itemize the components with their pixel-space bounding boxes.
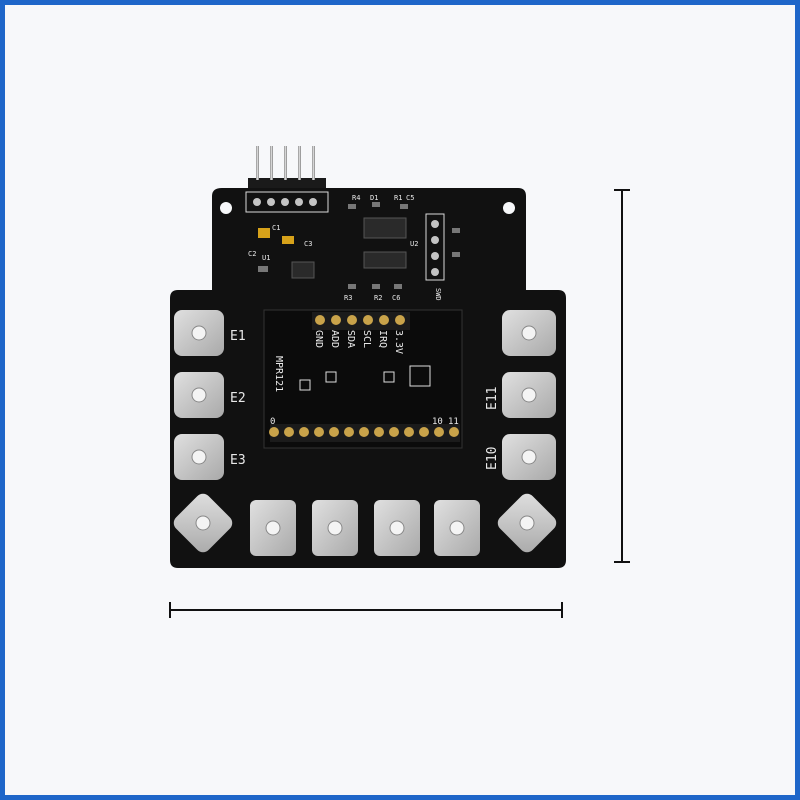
svg-text:U2: U2 (410, 240, 418, 248)
svg-text:SWD: SWD (434, 288, 442, 301)
electrode-e1 (174, 310, 224, 356)
width-arrow (169, 602, 563, 618)
svg-text:R1: R1 (394, 194, 402, 202)
svg-text:ADD: ADD (329, 330, 340, 348)
swd-header (425, 213, 445, 281)
regulator-u1 (291, 261, 315, 279)
svg-text:SCL: SCL (361, 330, 372, 348)
svg-text:R2: R2 (374, 294, 382, 302)
svg-text:R4: R4 (352, 194, 360, 202)
electrode-e10 (502, 434, 556, 480)
ic-u2b (363, 251, 407, 269)
smd-part (452, 228, 460, 233)
height-arrow (614, 189, 630, 563)
smd-part (348, 204, 356, 209)
svg-text:U1: U1 (262, 254, 270, 262)
smd-part (394, 284, 402, 289)
header-footprint (245, 191, 329, 213)
smd-part (452, 252, 460, 257)
chip-label: MPR121 (273, 356, 284, 392)
module-label-0: 0 (270, 417, 275, 427)
label-e11: E11 (485, 387, 500, 410)
label-e3: E3 (230, 453, 246, 468)
svg-text:C5: C5 (406, 194, 414, 202)
module-label-11: 11 (448, 417, 459, 427)
electrode-pads (173, 310, 557, 556)
smd-part (372, 202, 380, 207)
electrode-e11 (502, 372, 556, 418)
svg-text:IRQ: IRQ (377, 330, 388, 348)
label-e1: E1 (230, 329, 246, 344)
svg-text:C3: C3 (304, 240, 312, 248)
svg-text:C2: C2 (248, 250, 256, 258)
svg-text:C1: C1 (272, 224, 280, 232)
svg-text:GND: GND (313, 330, 324, 348)
ic-u2 (363, 217, 407, 239)
svg-text:3.3V: 3.3V (393, 330, 404, 354)
electrode-bottom-2 (312, 500, 358, 556)
electrode-e2 (174, 372, 224, 418)
pin-header (248, 146, 326, 188)
smd-part (258, 266, 268, 272)
label-e2: E2 (230, 391, 246, 406)
module-label-10: 10 (432, 417, 443, 427)
designator-labels: R4 D1 R1 C5 U2 C1 C2 U1 C3 R3 R2 C6 SWD (248, 194, 442, 302)
svg-text:SDA: SDA (345, 330, 356, 348)
mpr121-module (263, 309, 463, 449)
electrode-right-1 (502, 310, 556, 356)
capacitor (282, 236, 294, 244)
label-e10: E10 (485, 447, 500, 470)
electrode-corner-right (497, 493, 557, 553)
smd-part (348, 284, 356, 289)
capacitor (258, 228, 270, 238)
electrode-e3 (174, 434, 224, 480)
mount-hole (503, 202, 515, 214)
smd-part (400, 204, 408, 209)
electrode-bottom-3 (374, 500, 420, 556)
svg-text:R3: R3 (344, 294, 352, 302)
module-pin-labels: GND ADD SDA SCL IRQ 3.3V (313, 330, 404, 354)
smd-part (372, 284, 380, 289)
mount-hole (220, 202, 232, 214)
electrode-bottom-4 (434, 500, 480, 556)
electrode-bottom-1 (250, 500, 296, 556)
electrode-corner-left (173, 493, 233, 553)
svg-text:D1: D1 (370, 194, 378, 202)
svg-text:C6: C6 (392, 294, 400, 302)
